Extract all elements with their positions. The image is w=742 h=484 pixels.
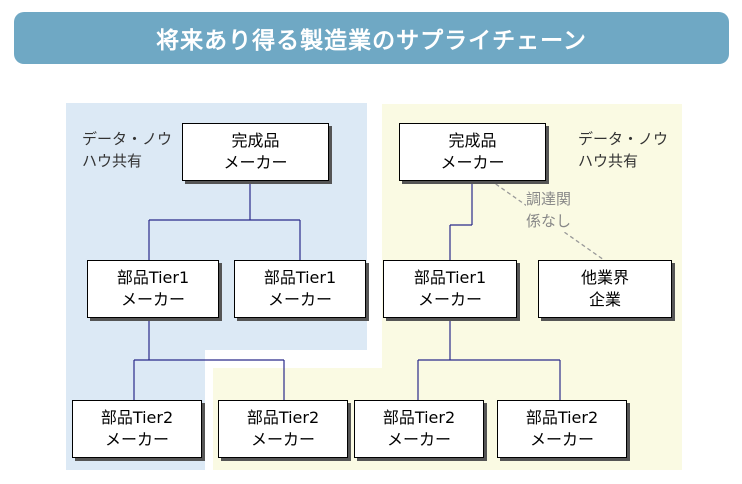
box-line2: メーカー [267, 290, 332, 309]
tier2-maker-box-1: 部品Tier2 メーカー [72, 400, 202, 458]
box-line2: メーカー [104, 430, 169, 449]
oem-maker-box-right: 完成品 メーカー [399, 123, 546, 181]
tier1-maker-box-right: 部品Tier1 メーカー [383, 260, 517, 318]
box-line1: 部品Tier2 [525, 408, 599, 427]
box-line2: メーカー [223, 153, 288, 172]
box-line1: 完成品 [231, 131, 280, 150]
tier2-maker-box-4: 部品Tier2 メーカー [497, 400, 627, 458]
box-line1: 他業界 [580, 268, 629, 287]
box-line1: 部品Tier1 [413, 268, 487, 287]
tier1-maker-box-left-a: 部品Tier1 メーカー [87, 260, 219, 318]
box-line2: 企業 [588, 290, 621, 309]
tier2-maker-box-3: 部品Tier2 メーカー [354, 400, 484, 458]
box-line2: メーカー [529, 430, 594, 449]
box-line1: 部品Tier2 [246, 408, 320, 427]
left-tree-connectors [133, 180, 301, 400]
right-share-note: データ・ノウ ハウ共有 [578, 130, 669, 170]
box-line1: 完成品 [448, 131, 497, 150]
box-line2: メーカー [386, 430, 451, 449]
box-line1: 部品Tier2 [100, 408, 174, 427]
box-line1: 部品Tier2 [382, 408, 456, 427]
box-line2: メーカー [440, 153, 505, 172]
box-line1: 部品Tier1 [116, 268, 190, 287]
page-title: 将来あり得る製造業のサプライチェーン [156, 28, 587, 54]
title-banner: 将来あり得る製造業のサプライチェーン [14, 12, 729, 64]
box-line2: メーカー [250, 430, 315, 449]
box-line2: メーカー [120, 290, 185, 309]
box-line2: メーカー [417, 290, 482, 309]
right-tree-connectors [417, 180, 561, 400]
oem-maker-box-left: 完成品 メーカー [182, 123, 329, 181]
left-share-note: データ・ノウ ハウ共有 [82, 130, 173, 170]
tier2-maker-box-2: 部品Tier2 メーカー [218, 400, 348, 458]
no-procurement-link [489, 179, 605, 261]
other-industry-box: 他業界 企業 [538, 260, 672, 318]
no-procurement-note: 調達関 係なし [526, 188, 572, 232]
box-line1: 部品Tier1 [263, 268, 337, 287]
tier1-maker-box-left-b: 部品Tier1 メーカー [234, 260, 366, 318]
